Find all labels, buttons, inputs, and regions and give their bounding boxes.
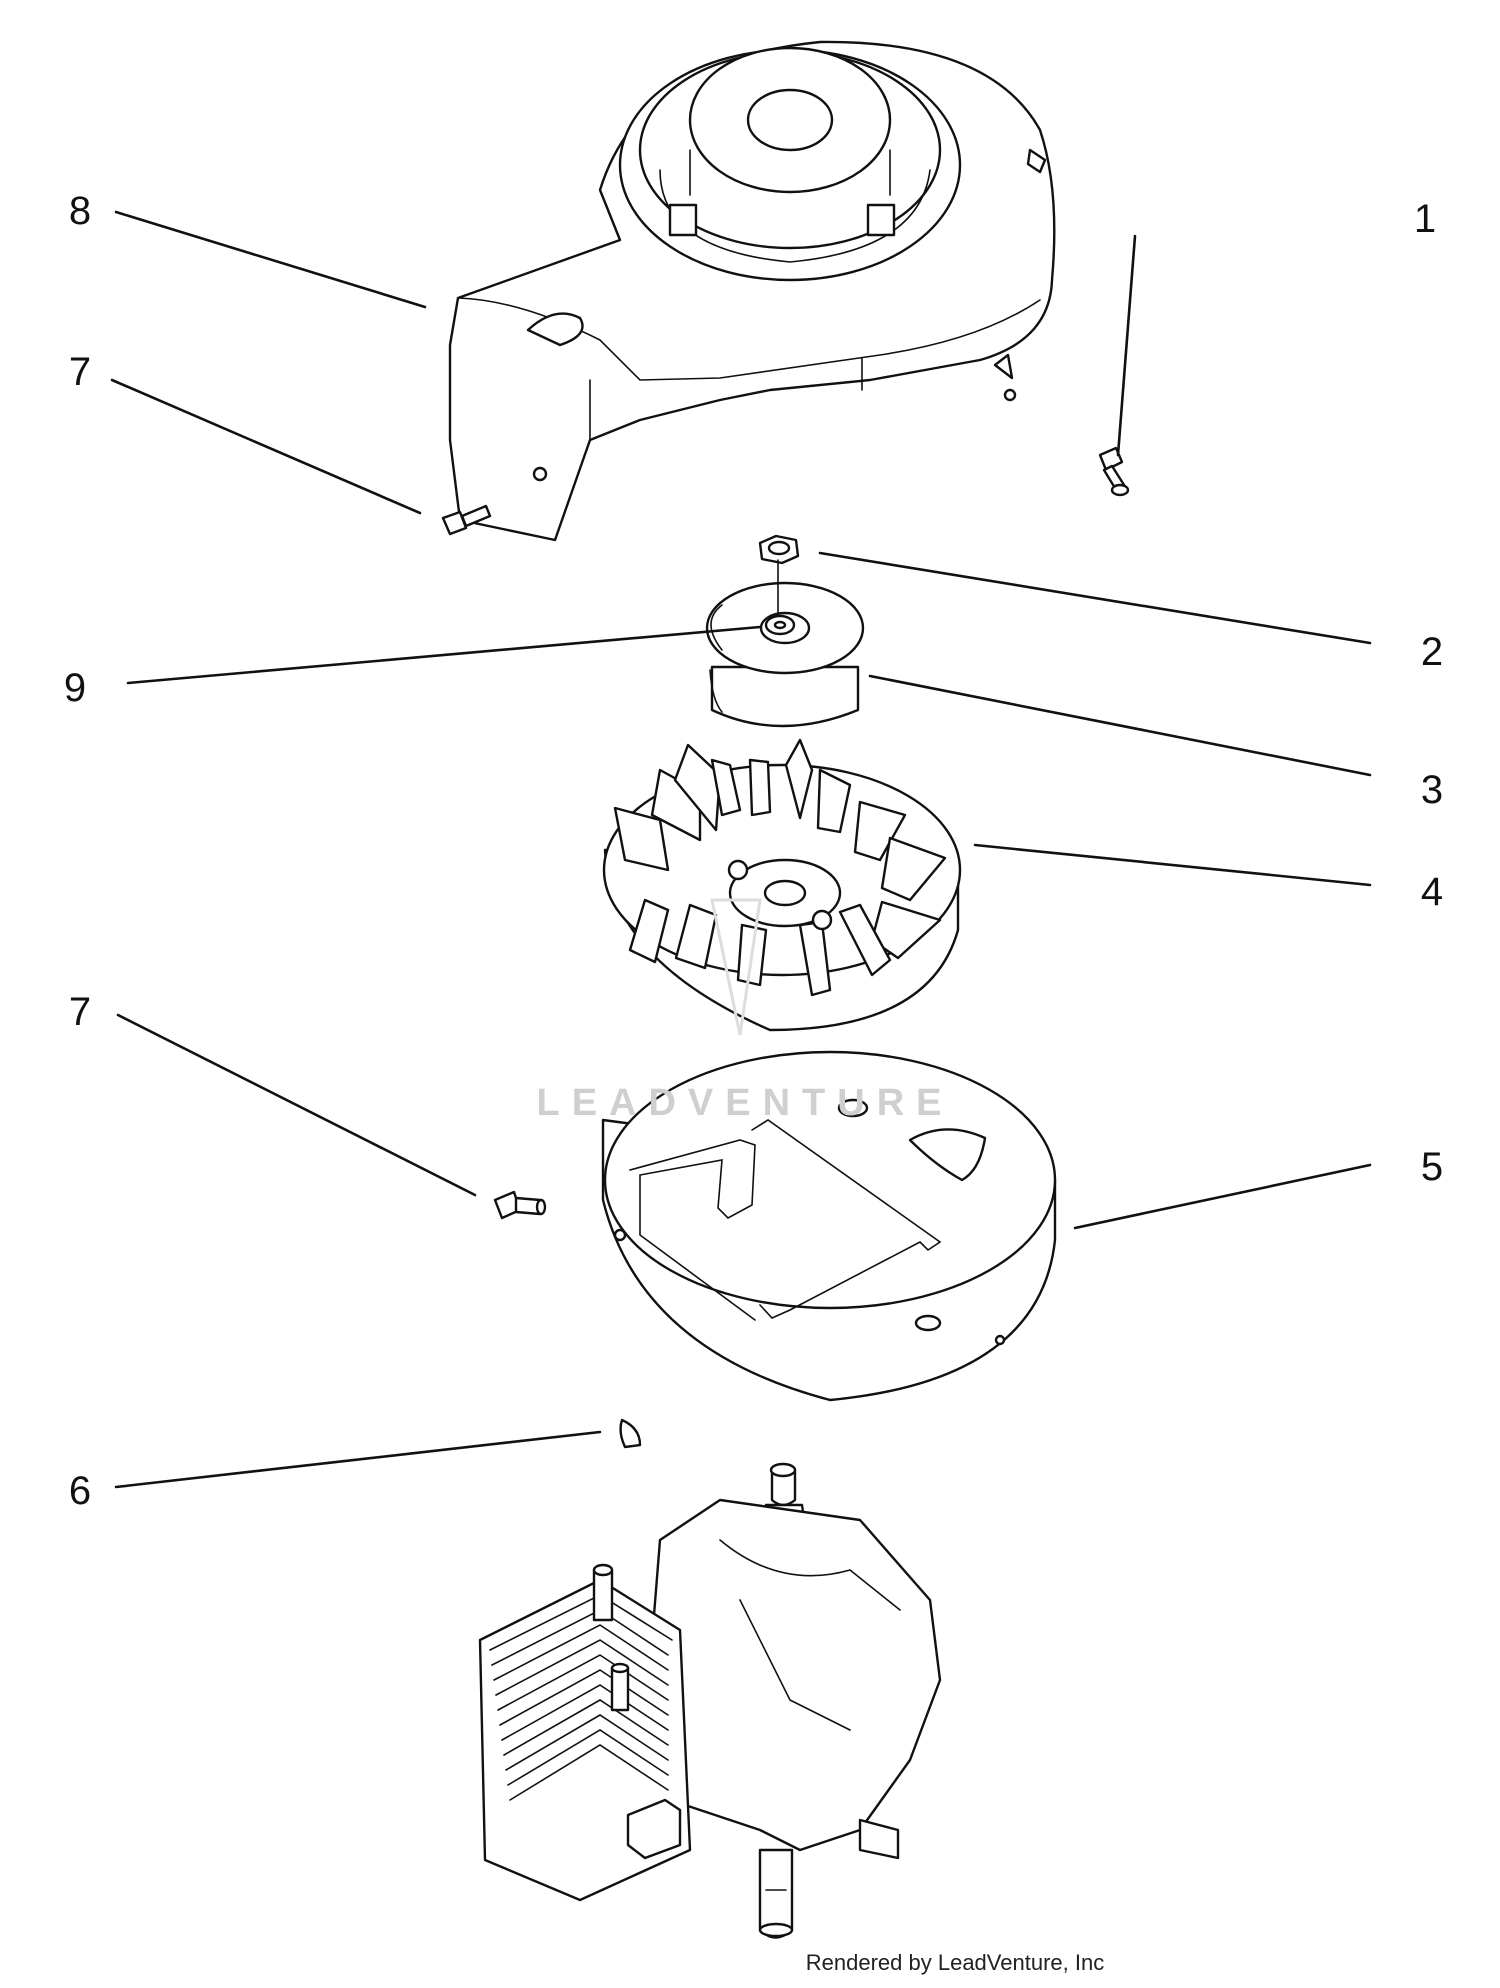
leader-lines xyxy=(110,210,1372,1489)
washer-part-9 xyxy=(764,614,796,636)
callout-7-upper: 7 xyxy=(69,350,91,394)
callout-7-lower: 7 xyxy=(69,990,91,1034)
flywheel-key-part-6 xyxy=(619,1418,642,1449)
backplate-part-5 xyxy=(601,1050,1057,1402)
callout-3: 3 xyxy=(1421,768,1443,812)
leader-4 xyxy=(973,843,1372,887)
leader-7-lower xyxy=(116,1013,477,1197)
engine-block xyxy=(478,1462,942,1939)
leader-1 xyxy=(1116,234,1137,457)
screw-part-7-lower xyxy=(493,1190,547,1220)
leader-5 xyxy=(1073,1163,1372,1230)
leader-9 xyxy=(126,625,762,685)
leader-7-upper xyxy=(110,378,422,515)
render-credit: Rendered by LeadVenture, Inc xyxy=(806,1950,1104,1975)
callout-labels: 1 8 7 2 9 3 4 7 5 6 xyxy=(64,189,1443,1513)
callout-4: 4 xyxy=(1421,870,1443,914)
screw-part-1 xyxy=(1098,446,1130,497)
callout-5: 5 xyxy=(1421,1145,1443,1189)
leader-2 xyxy=(818,551,1372,645)
callout-8: 8 xyxy=(69,189,91,233)
callout-6: 6 xyxy=(69,1469,91,1513)
flywheel-part-4 xyxy=(602,738,962,1032)
leader-8 xyxy=(114,210,427,309)
starter-cup-part-3 xyxy=(705,559,865,728)
watermark-text: LEADVENTURE xyxy=(536,1082,953,1124)
watermark-logo-icon xyxy=(710,898,762,1036)
watermark: LEADVENTURE xyxy=(536,898,953,1124)
leader-3 xyxy=(868,674,1372,777)
callout-1: 1 xyxy=(1414,197,1436,241)
callout-9: 9 xyxy=(64,666,86,710)
blower-housing-part-8 xyxy=(448,40,1056,542)
callout-2: 2 xyxy=(1421,630,1443,674)
leader-6 xyxy=(114,1430,602,1489)
screw-part-7-upper xyxy=(441,504,492,536)
nut-part-2 xyxy=(758,534,800,565)
